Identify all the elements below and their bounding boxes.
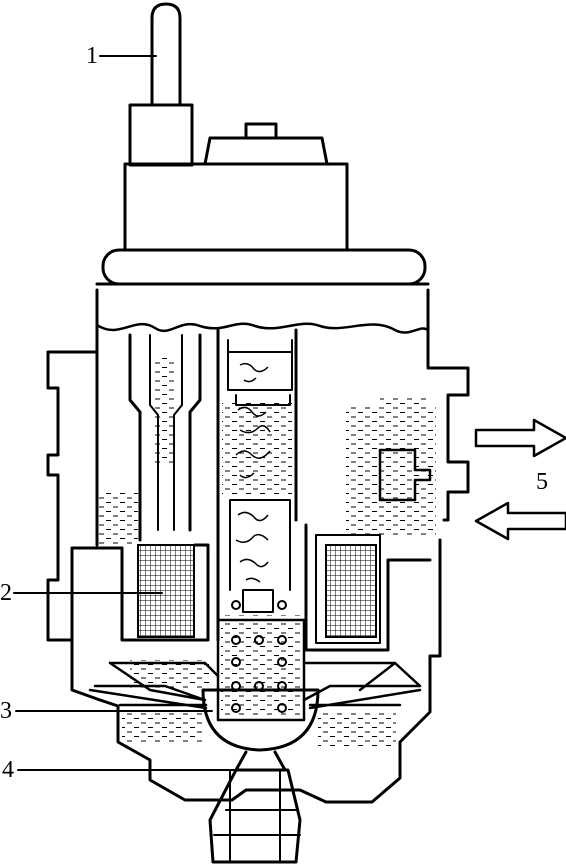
left-coil-frame	[120, 543, 210, 642]
seal-ring	[101, 248, 427, 286]
right-coil-frame	[304, 523, 432, 652]
lower-body-wall	[70, 546, 432, 804]
label-5: 5	[536, 469, 548, 495]
left-tube	[128, 333, 202, 542]
left-flange	[46, 350, 99, 642]
break-line	[95, 322, 430, 334]
right-flange	[426, 366, 470, 522]
upper-body-wall	[95, 282, 430, 547]
diaphragm-right	[302, 661, 422, 702]
lower-body-right	[428, 538, 442, 658]
inlet-arrow-icon	[474, 501, 566, 541]
coil-right	[325, 544, 377, 638]
connector-top	[244, 122, 278, 140]
armature-spacer	[242, 589, 274, 613]
label-3: 3	[0, 698, 12, 724]
fluid-upper-right	[380, 395, 426, 435]
coil-left	[137, 544, 195, 638]
fluid-bottom-left	[122, 710, 202, 742]
fluid-bottom-right	[318, 710, 396, 746]
fluid-diaphragm	[130, 660, 210, 688]
fluid-left-tube	[98, 492, 138, 544]
label-2: 2	[0, 580, 12, 606]
bottom-stem	[234, 750, 287, 772]
fluid-left-column	[154, 355, 176, 465]
connector-base	[203, 136, 329, 166]
spring-coils	[231, 600, 287, 713]
outlet-arrow-icon	[474, 418, 566, 458]
bottom-pintle-lines	[213, 769, 301, 863]
valve-hemisphere	[201, 688, 320, 752]
core-texture	[235, 362, 271, 583]
rod-guide-block	[128, 103, 194, 167]
label-4: 4	[2, 757, 14, 783]
valve-seat-left	[88, 688, 208, 710]
fluid-center	[222, 400, 292, 495]
bottom-pintle	[208, 768, 302, 864]
plunger-rod	[150, 2, 182, 107]
valve-seat-right	[308, 688, 422, 710]
label-1: 1	[86, 43, 98, 69]
housing-cap	[123, 162, 349, 252]
